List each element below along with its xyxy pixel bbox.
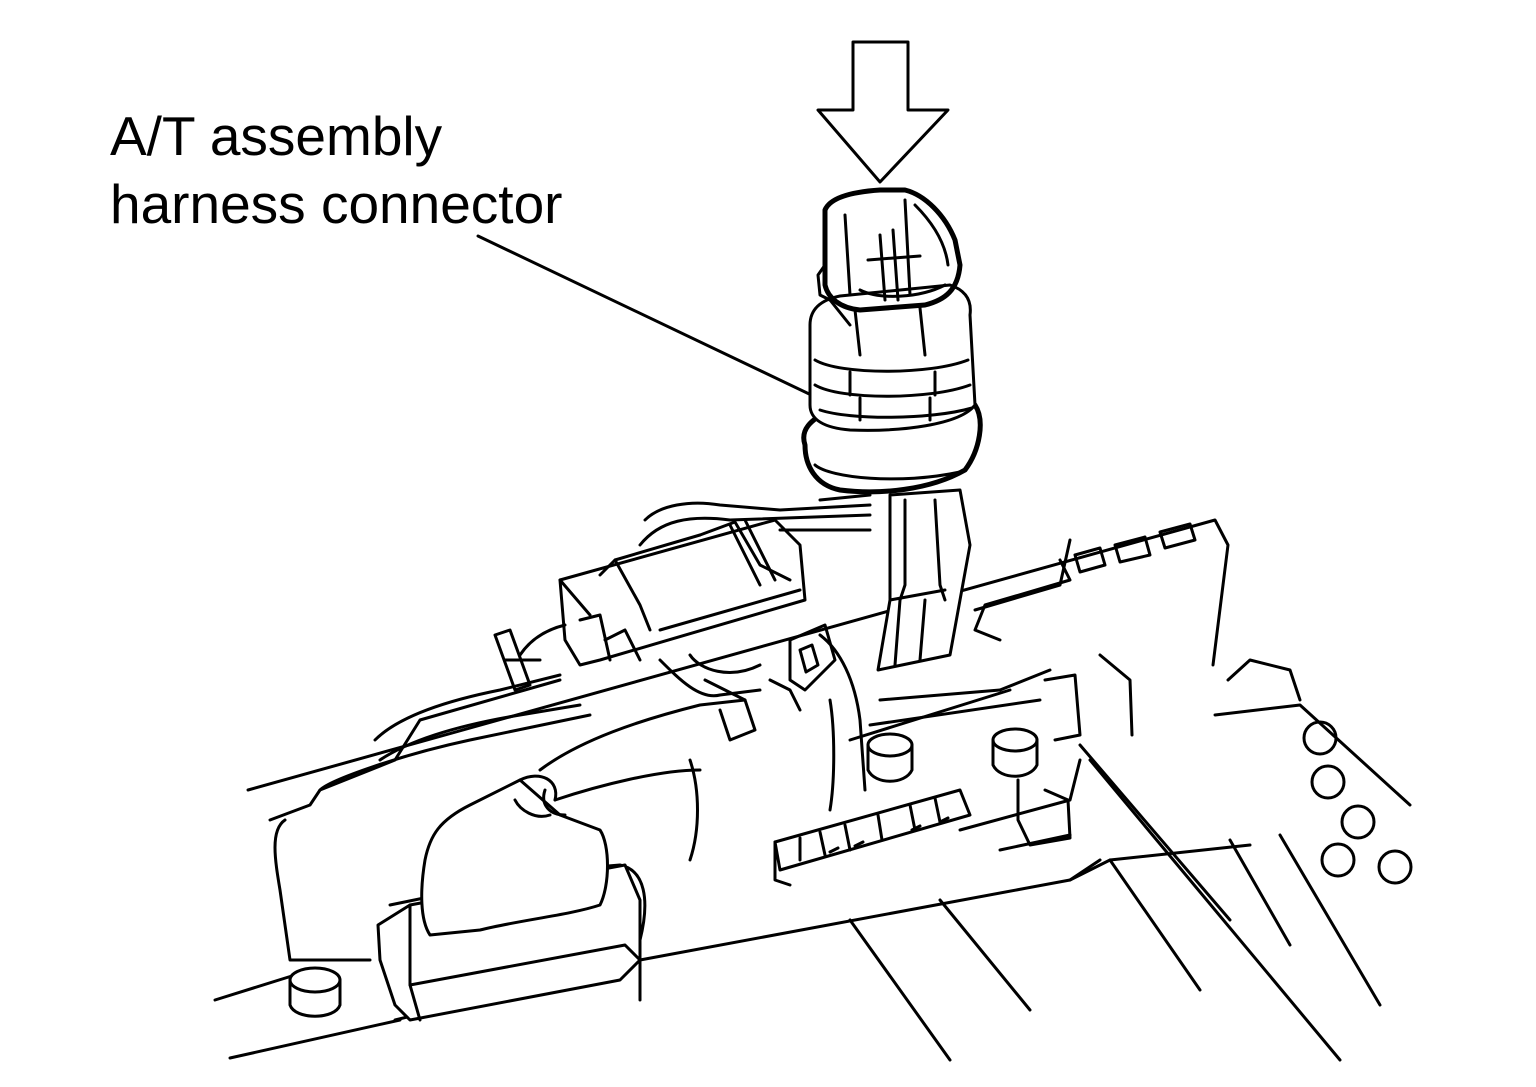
callout-label-line-1: A/T assembly	[110, 105, 443, 167]
wiring	[373, 493, 872, 762]
valve-body	[213, 518, 1413, 1062]
housing-top-details	[848, 522, 1197, 742]
callout-label-line-2: harness connector	[110, 173, 563, 235]
main-connector-cable	[876, 488, 972, 672]
secondary-connector	[558, 518, 807, 742]
callout-leader-line	[476, 234, 835, 411]
at-assembly-harness-connector	[801, 187, 983, 495]
lower-housing	[273, 698, 1072, 1022]
connector-mount	[688, 623, 867, 862]
terminal-strip	[773, 788, 972, 887]
callout-label: A/T assembly harness connector	[110, 102, 563, 238]
down-arrow-icon	[816, 40, 950, 184]
